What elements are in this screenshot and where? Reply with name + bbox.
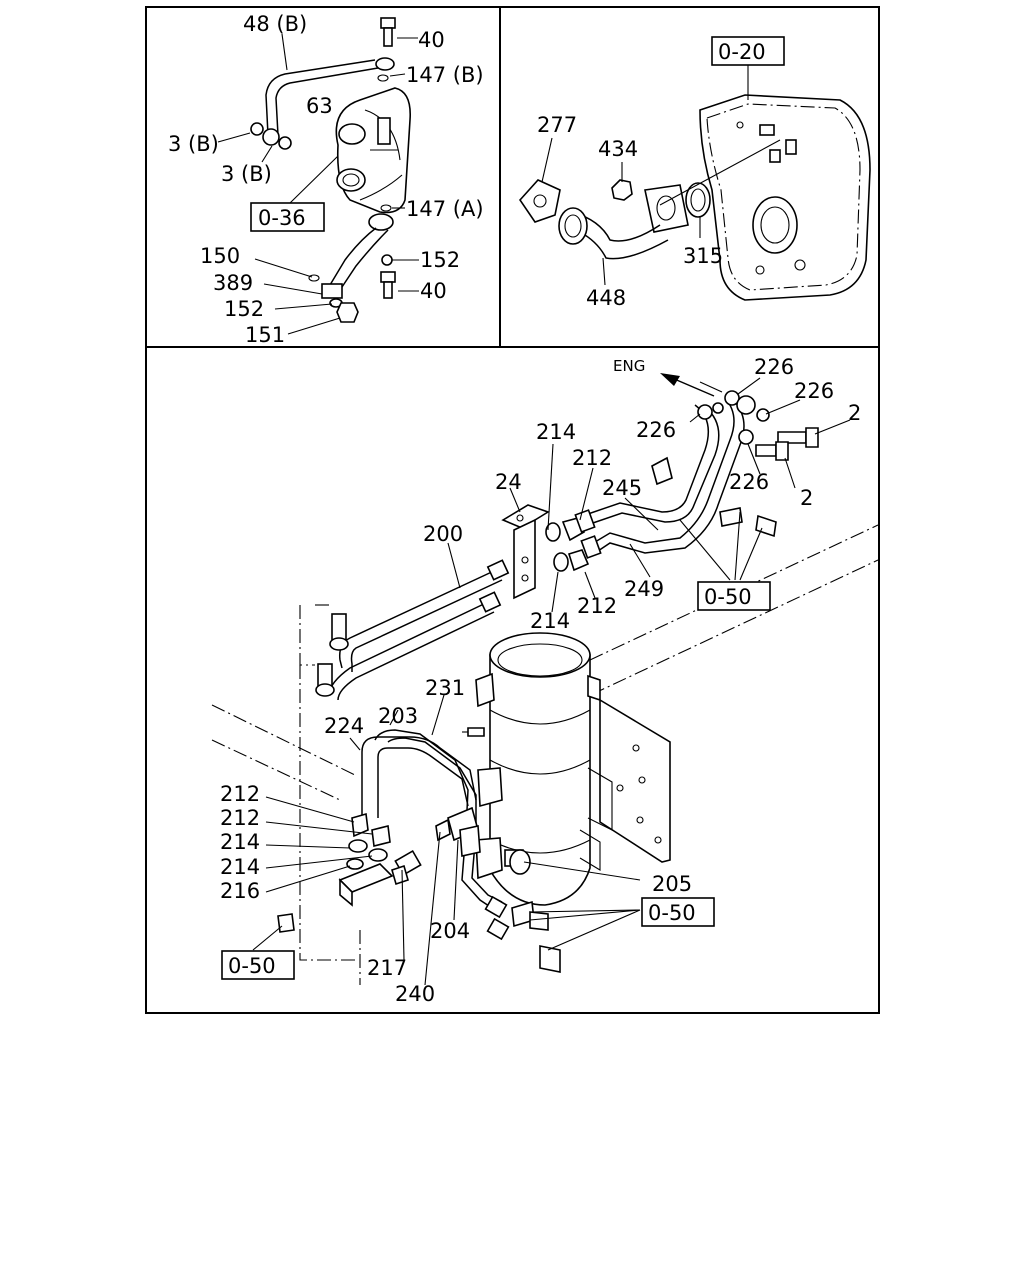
label-63: 63 <box>306 94 333 118</box>
label-150: 150 <box>200 244 240 268</box>
label-434: 434 <box>598 137 638 161</box>
ref-0-50-left-text: 0-50 <box>228 954 276 978</box>
label-147b: 147 (B) <box>406 63 484 87</box>
cover-oil-pipe-panel: 277 434 315 448 0-20 <box>518 36 871 310</box>
label-147a: 147 (A) <box>406 197 484 221</box>
label-40-top: 40 <box>418 28 445 52</box>
ref-box-0-20[interactable]: 0-20 <box>711 36 785 66</box>
ref-box-0-50-middle[interactable]: 0-50 <box>641 897 715 927</box>
timing-gear-cover <box>699 94 871 301</box>
label-214-mid: 214 <box>530 609 570 633</box>
ref-box-0-50-right[interactable]: 0-50 <box>697 581 771 611</box>
label-48b: 48 (B) <box>243 12 307 36</box>
label-217: 217 <box>367 956 407 980</box>
label-212-top: 212 <box>572 446 612 470</box>
label-214-left-a: 214 <box>220 830 260 854</box>
label-2-top: 2 <box>848 401 861 425</box>
turbocharger-oil-lines-panel: 48 (B) 40 147 (B) 63 3 (B) 3 (B) 147 (A)… <box>168 12 484 347</box>
label-2-bottom: 2 <box>800 486 813 510</box>
oil-cooler-lines-panel: ENG <box>211 355 879 1006</box>
label-245: 245 <box>602 476 642 500</box>
label-448: 448 <box>586 286 626 310</box>
ref-0-50-right-text: 0-50 <box>704 585 752 609</box>
label-224: 224 <box>324 714 364 738</box>
ref-0-50-middle-text: 0-50 <box>648 901 696 925</box>
label-226-c: 226 <box>636 418 676 442</box>
label-212-mid: 212 <box>577 594 617 618</box>
diagram-frames <box>145 6 880 1014</box>
eng-label: ENG <box>613 357 645 375</box>
label-226-d: 226 <box>729 470 769 494</box>
ref-0-36-text: 0-36 <box>258 206 306 230</box>
label-203: 203 <box>378 704 418 728</box>
label-152-right: 152 <box>420 248 460 272</box>
label-204: 204 <box>430 919 470 943</box>
label-249: 249 <box>624 577 664 601</box>
label-231: 231 <box>425 676 465 700</box>
label-214-left-b: 214 <box>220 855 260 879</box>
label-389: 389 <box>213 271 253 295</box>
label-3b-right: 3 (B) <box>221 162 272 186</box>
label-214-top: 214 <box>536 420 576 444</box>
label-200: 200 <box>423 522 463 546</box>
label-277: 277 <box>537 113 577 137</box>
oil-filter-canister <box>475 632 601 906</box>
label-226-b: 226 <box>794 379 834 403</box>
ref-box-0-36[interactable]: 0-36 <box>250 202 325 232</box>
bolt-40-top <box>380 17 396 47</box>
label-151: 151 <box>245 323 285 347</box>
label-40-bottom: 40 <box>420 279 447 303</box>
label-205: 205 <box>652 872 692 896</box>
label-24: 24 <box>495 470 522 494</box>
label-226-a: 226 <box>754 355 794 379</box>
label-212-left-a: 212 <box>220 782 260 806</box>
ref-box-0-50-left[interactable]: 0-50 <box>221 950 295 980</box>
label-152-left: 152 <box>224 297 264 321</box>
label-216: 216 <box>220 879 260 903</box>
turbocharger <box>335 87 412 214</box>
label-240: 240 <box>395 982 435 1006</box>
eng-direction-arrow: ENG <box>613 357 723 397</box>
label-315: 315 <box>683 244 723 268</box>
label-212-left-b: 212 <box>220 806 260 830</box>
label-3b-left: 3 (B) <box>168 132 219 156</box>
ref-0-20-text: 0-20 <box>718 40 766 64</box>
